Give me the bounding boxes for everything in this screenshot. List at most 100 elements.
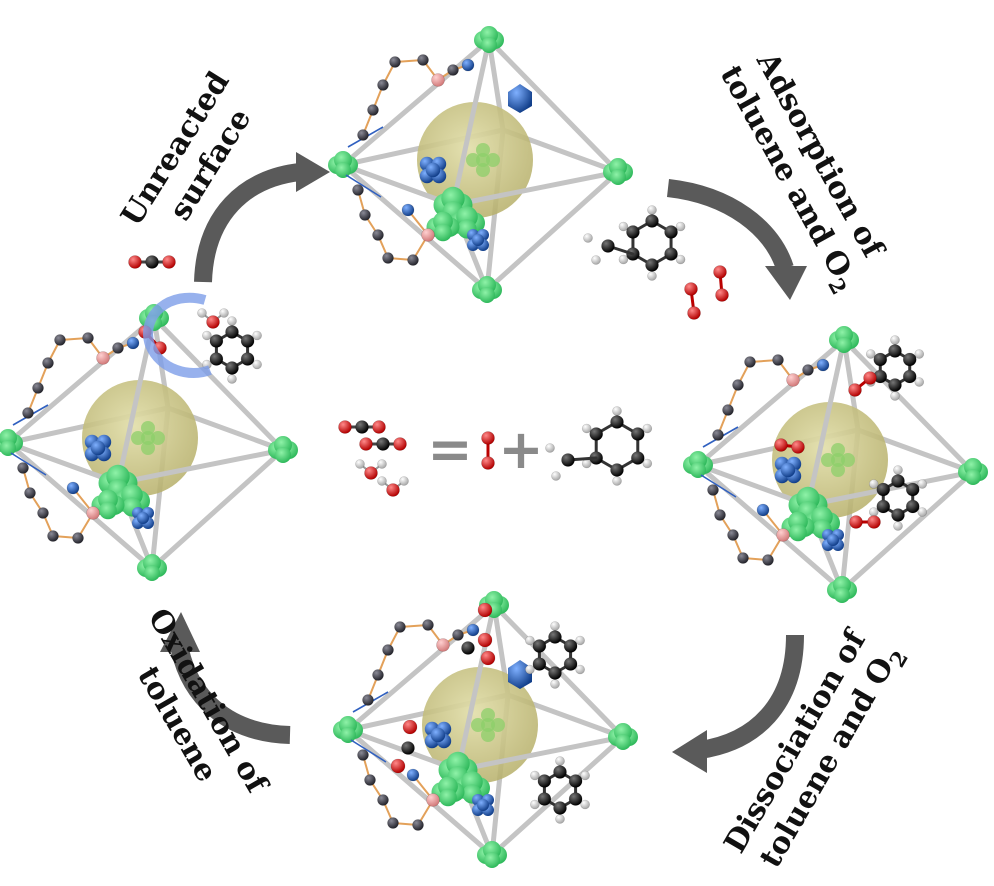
cluster-ball: [425, 162, 441, 178]
adsorbed-o2: [849, 515, 881, 529]
organic-linker: [22, 332, 140, 419]
metal-node: [333, 716, 363, 743]
carbon-atom: [610, 463, 624, 477]
linker-carbon-atom: [802, 364, 814, 376]
carbon-atom: [563, 639, 578, 653]
hydrogen-atom: [530, 770, 540, 781]
octahedron-edge: [805, 337, 847, 508]
hydrogen-atom: [893, 465, 903, 475]
adsorbed-o2: [774, 438, 805, 454]
nitrogen-atom: [401, 203, 415, 217]
carbon-atom: [873, 352, 888, 367]
node-lobe: [690, 462, 706, 478]
carbon-atom: [355, 420, 369, 434]
linker-carbon-atom: [22, 407, 34, 419]
oxygen-atom: [848, 383, 862, 397]
hydrogen-atom: [551, 471, 561, 481]
hydrogen-atom: [580, 770, 590, 781]
node-lobe: [789, 523, 807, 542]
cluster-ball: [827, 534, 839, 546]
blue-cluster: [774, 456, 802, 484]
carbon-atom: [905, 499, 920, 514]
octahedron-edge: [484, 169, 621, 293]
octahedron-left: [0, 255, 298, 581]
nitrogen-atom: [756, 503, 770, 517]
carbon-atom: [225, 361, 239, 375]
node-lobe: [834, 587, 850, 603]
adsorbed-toluene: [865, 335, 925, 401]
organic-linker: [707, 484, 790, 566]
octahedron-edge: [5, 440, 121, 486]
hydrogen-atom: [914, 377, 925, 387]
core-cluster: [131, 421, 165, 455]
hydrogen-atom: [647, 205, 657, 215]
core-lobe: [476, 153, 490, 167]
carbon-atom: [664, 247, 678, 261]
linker-carbon-atom: [382, 644, 394, 656]
hydrogen-atom: [525, 635, 535, 646]
coordination-bond: [350, 739, 387, 763]
linker-carbon-atom: [377, 79, 389, 91]
carbon-atom: [876, 482, 891, 497]
dissociated-toluene: [530, 756, 590, 824]
organic-linker: [357, 749, 440, 831]
carbon-atom: [401, 741, 415, 755]
core-lobe: [471, 718, 485, 732]
metal-node: [137, 554, 167, 581]
node-lobe: [434, 223, 452, 242]
octahedron-edge: [695, 462, 845, 593]
linker-carbon-atom: [352, 184, 364, 196]
metal-node: [449, 206, 486, 239]
carbon-atom: [645, 214, 659, 228]
metal-node: [0, 429, 23, 456]
dissociated-toluene: [525, 621, 585, 689]
octahedron-edge: [5, 440, 155, 571]
hydrogen-atom: [227, 374, 237, 384]
hydrogen-atom: [555, 814, 565, 824]
metal-node: [472, 276, 502, 303]
oxygen-atom: [867, 515, 881, 529]
linker-carbon-atom: [372, 229, 384, 241]
core-lobe: [481, 728, 495, 742]
hydrogen-atom: [550, 679, 560, 689]
carbon-atom: [537, 792, 552, 806]
carbon-atom: [891, 508, 905, 522]
hydrogen-atom: [583, 233, 593, 243]
label-unreacted-surface: Unreacted surface: [115, 57, 275, 253]
blue-cluster: [472, 794, 494, 816]
metal-node: [829, 326, 859, 353]
curved-transfer-arrow: [143, 292, 212, 378]
oxygen-atom: [713, 265, 727, 279]
carbon-atom: [376, 437, 390, 451]
hydrogen-atom: [575, 664, 585, 675]
oxygen-atom: [402, 719, 418, 735]
linker-carbon-atom: [412, 819, 424, 831]
arrow-top-left: [194, 163, 302, 283]
oxygen-atom: [687, 306, 701, 320]
linker-carbon-atom: [737, 552, 749, 564]
core-lobe: [141, 441, 155, 455]
free-o2: [713, 265, 729, 302]
linker-carbon-atom: [394, 621, 406, 633]
arrow-top-right: [666, 179, 794, 272]
equation-co2: [338, 420, 386, 434]
linker-carbon-atom: [24, 487, 36, 499]
linker-carbon-atom: [744, 356, 756, 368]
carbon-atom: [610, 415, 624, 429]
octahedron-edge: [455, 734, 626, 773]
carbon-atom: [902, 352, 917, 367]
core-lobe: [841, 453, 855, 467]
hydrogen-atom: [202, 330, 212, 341]
hydrogen-atom: [555, 756, 565, 766]
metal-node: [91, 489, 125, 520]
carbon-atom: [876, 499, 891, 514]
octahedron-edge: [695, 462, 811, 508]
metal-node: [328, 151, 358, 178]
oxygen-atom: [477, 632, 493, 648]
oxygen-atom: [393, 437, 407, 451]
hydrogen-atom: [575, 635, 585, 646]
octahedron-right: [683, 326, 988, 603]
octahedron-edge: [486, 37, 621, 175]
hydrogen-atom: [618, 221, 629, 232]
